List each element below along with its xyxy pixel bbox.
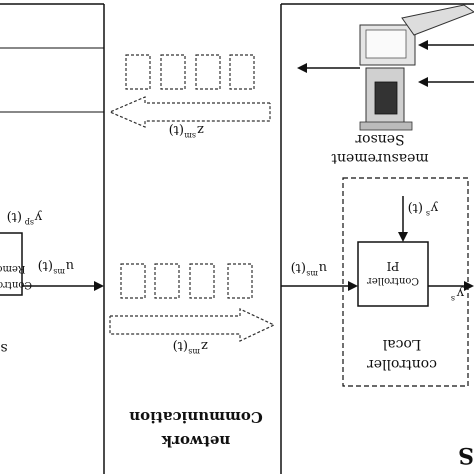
signal-y-out-sup: s — [451, 294, 455, 303]
label-pi-controller: Controller PI — [367, 259, 419, 286]
signal-u-ms-left-arg: (t) — [38, 258, 53, 273]
comm-label-line2: Communication — [129, 408, 263, 426]
comm-label-line1: network — [161, 432, 230, 450]
signal-z-sm-arg: (t) — [169, 122, 184, 137]
signal-y-sp-arg: (t) — [7, 209, 22, 224]
remote-label-line2: Remote — [0, 263, 25, 274]
signal-y-sp-sup: sp — [25, 218, 34, 227]
dashed-arrow-right — [109, 308, 276, 342]
pi-label-line2: PI — [386, 259, 399, 273]
local-label-line2: Local — [382, 336, 421, 352]
sensor-label-line1: measurement — [331, 150, 429, 166]
right-edge-char: S — [458, 442, 474, 468]
label-local-controller: controller Local — [367, 336, 437, 372]
local-controller-box — [342, 177, 469, 387]
label-signal-u-ms-right: u ms (t) — [291, 260, 327, 278]
signal-y-sp-base: y — [34, 209, 43, 224]
signal-u-ms-right-arg: (t) — [291, 260, 306, 275]
right-panel — [280, 3, 474, 474]
signal-z-ms-sup: ms — [188, 347, 200, 356]
left-panel — [0, 3, 105, 474]
arrow-into-sensor-1 — [418, 40, 474, 50]
label-signal-z-ms: z ms (t) — [173, 338, 208, 356]
sensor-label-line2: Sensor — [355, 131, 405, 147]
left-edge-char: s — [0, 340, 7, 356]
label-signal-z-sm: z sm (t) — [169, 122, 204, 140]
label-right-edge: S — [458, 442, 474, 468]
arrow-ys-into-pi — [398, 196, 408, 242]
label-remote-controller: Controller Remote — [0, 263, 32, 290]
packet-queue-bottom — [120, 263, 253, 299]
label-sensor: measurement Sensor — [331, 131, 429, 166]
signal-z-sm-sup: sm — [184, 131, 196, 140]
arrow-out-of-sensor — [297, 63, 360, 73]
arrow-into-sensor-2 — [418, 77, 474, 87]
label-signal-u-ms-left: u ms (t) — [38, 258, 74, 276]
signal-u-ms-right-base: u — [319, 260, 327, 275]
dashed-arrow-left — [108, 96, 271, 128]
signal-y-s-local-sup: s — [426, 209, 430, 218]
signal-y-s-local-arg: (t) — [408, 200, 423, 215]
local-label-line1: controller — [367, 356, 437, 372]
label-signal-y-out: y s — [451, 285, 465, 303]
signal-y-out-base: y — [456, 285, 465, 300]
arrow-into-pi — [281, 281, 358, 291]
sensor-device-icon — [359, 4, 474, 131]
signal-u-ms-right-sup: ms — [306, 269, 318, 278]
pi-label-line1: Controller — [367, 275, 419, 286]
signal-u-ms-left-sup: ms — [53, 267, 65, 276]
arrow-remote-out — [22, 281, 104, 291]
arrow-pi-out — [428, 281, 474, 291]
signal-u-ms-left-base: u — [66, 258, 74, 273]
packet-queue-top — [125, 54, 255, 90]
signal-y-s-local-base: y — [430, 200, 439, 215]
label-left-edge: s — [0, 340, 7, 356]
signal-z-ms-arg: (t) — [173, 338, 188, 353]
pi-controller-box — [357, 241, 429, 307]
signal-z-sm-base: z — [197, 122, 204, 137]
label-signal-y-sp: y sp (t) — [7, 209, 43, 227]
remote-controller-box — [0, 232, 23, 296]
signal-z-ms-base: z — [201, 338, 208, 353]
label-signal-y-s-local: y s (t) — [408, 200, 439, 218]
remote-label-line1: Controller — [0, 279, 32, 290]
label-communication-network: network Communication — [129, 408, 263, 450]
